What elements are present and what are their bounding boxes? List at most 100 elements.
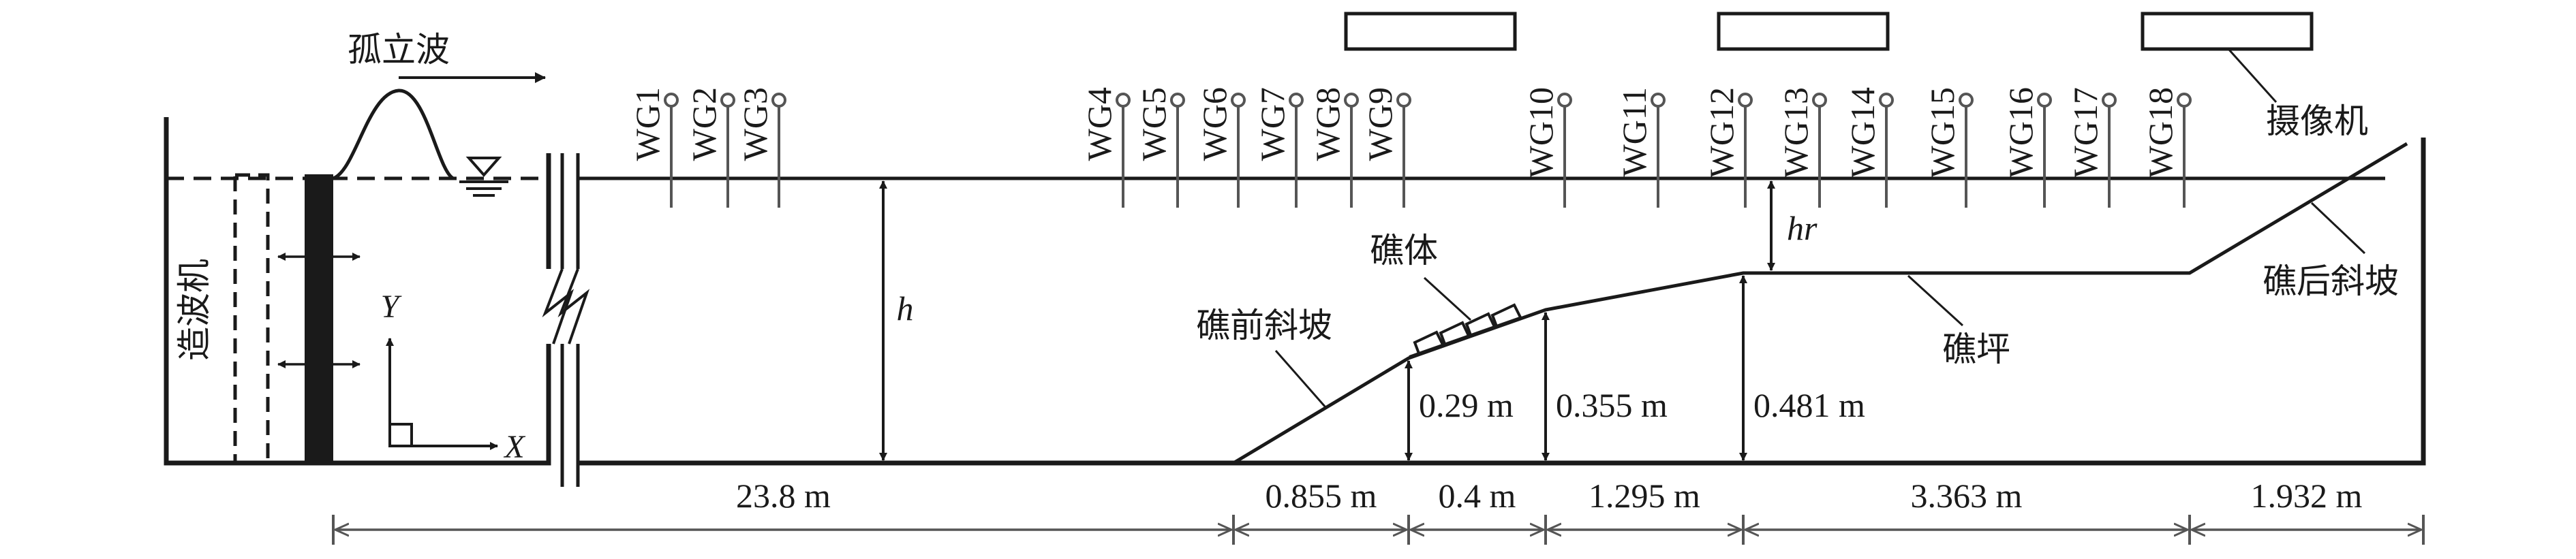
- wave-gauge-label: WG13: [1777, 87, 1815, 178]
- wavemaker-paddle: [305, 174, 333, 463]
- camera-2: [1717, 12, 1890, 51]
- back-slope-label: 礁后斜坡: [2263, 261, 2399, 301]
- flume-bed-and-end-wall: [578, 138, 2426, 466]
- fore-slope-label: 礁前斜坡: [1196, 306, 1332, 345]
- wave-gauge-sensor: [2177, 93, 2192, 108]
- wave-gauge-label: WG4: [1080, 87, 1118, 161]
- wave-gauge-sensor: [1170, 93, 1185, 108]
- dimension-label: 1.295 m: [1589, 477, 1700, 515]
- wave-gauge-9: WG9: [1361, 87, 1411, 208]
- flume-break-zigzag-left: [542, 268, 574, 345]
- wave-gauge-14: WG14: [1843, 87, 1894, 208]
- wavemaker-section: 造波机 孤立波 Y X: [164, 30, 551, 466]
- cameras: 摄像机: [1344, 12, 2368, 141]
- wave-gauge-8: WG8: [1308, 87, 1359, 208]
- wave-gauge-11: WG11: [1615, 87, 1666, 208]
- solitary-wave-profile: [332, 89, 455, 180]
- flume-left-wall: [164, 117, 551, 466]
- wave-gauge-sensor: [1344, 93, 1359, 108]
- solitary-wave-label: 孤立波: [348, 30, 450, 69]
- flume-main: 礁体 礁前斜坡 礁坪 礁后斜坡 h hr 0.29 m 0.355 m 0.48…: [578, 138, 2426, 466]
- camera-leader: [2227, 48, 2278, 103]
- wave-gauge-sensor: [1231, 93, 1246, 108]
- wavemaker-label: 造波机: [174, 259, 214, 361]
- wave-gauge-4: WG4: [1080, 87, 1131, 208]
- camera-1: [1344, 12, 1517, 51]
- wave-gauge-sensor: [1651, 93, 1666, 108]
- reef-flat-leader: [1907, 274, 1964, 327]
- wave-gauge-label: WG18: [2141, 87, 2179, 178]
- back-slope-leader: [2310, 202, 2366, 255]
- reef-unit-base-height-label: 0.29 m: [1419, 386, 1514, 424]
- wave-gauge-18: WG18: [2141, 87, 2192, 208]
- wave-gauge-sensor: [720, 93, 735, 108]
- dimension-label: 3.363 m: [1911, 477, 2023, 515]
- y-axis-label: Y: [381, 289, 402, 325]
- reef-flat-label: 礁坪: [1942, 330, 2010, 369]
- reef-unit-leader: [1423, 276, 1472, 321]
- water-surface-symbol: [459, 157, 508, 197]
- wave-gauge-7: WG7: [1253, 87, 1304, 208]
- wave-gauge-15: WG15: [1923, 87, 1974, 208]
- wave-gauge-label: WG17: [2066, 87, 2104, 178]
- wave-gauge-label: WG9: [1361, 87, 1399, 161]
- wave-gauge-sensor: [664, 93, 679, 108]
- wave-gauge-sensor: [2102, 93, 2117, 108]
- wave-gauge-label: WG7: [1253, 87, 1291, 161]
- wave-gauge-sensor: [1289, 93, 1304, 108]
- wave-gauge-label: WG6: [1195, 87, 1233, 161]
- wave-gauge-label: WG10: [1522, 87, 1560, 178]
- wave-gauge-10: WG10: [1522, 87, 1572, 208]
- wave-gauge-1: WG1: [628, 87, 679, 208]
- reef-unit-label: 礁体: [1370, 231, 1438, 270]
- wavemaker-paddle-dashed-outline: [233, 173, 270, 465]
- slope-break-height-label: 0.355 m: [1556, 386, 1668, 424]
- wave-gauge-6: WG6: [1195, 87, 1246, 208]
- flume-break-zigzag-right: [557, 268, 590, 345]
- water-depth-label: h: [897, 289, 914, 328]
- reef-profile: [1232, 142, 2408, 465]
- wave-gauge-label: WG8: [1308, 87, 1347, 161]
- wave-gauge-sensor: [1557, 93, 1572, 108]
- wave-gauge-sensor: [1879, 93, 1894, 108]
- wave-gauge-label: WG12: [1702, 87, 1741, 178]
- wave-gauge-label: WG15: [1923, 87, 1961, 178]
- dimension-label: 1.932 m: [2251, 477, 2363, 515]
- wave-gauge-12: WG12: [1702, 87, 1753, 208]
- wave-gauge-label: WG5: [1135, 87, 1173, 161]
- wave-gauge-label: WG11: [1615, 87, 1653, 176]
- wave-gauge-sensor: [1116, 93, 1131, 108]
- wave-gauge-17: WG17: [2066, 87, 2117, 208]
- wave-gauge-3: WG3: [736, 87, 786, 208]
- reef-flat-height-label: 0.481 m: [1753, 386, 1865, 424]
- wave-gauge-2: WG2: [685, 87, 735, 208]
- coordinate-axes: Y X: [381, 289, 526, 465]
- wave-gauge-sensor: [1959, 93, 1974, 108]
- wave-gauge-16: WG16: [2002, 87, 2052, 208]
- wave-gauge-13: WG13: [1777, 87, 1827, 208]
- wave-gauge-sensor: [771, 93, 786, 108]
- x-axis-label: X: [503, 429, 525, 465]
- origin-box: [388, 423, 413, 447]
- wave-gauge-5: WG5: [1135, 87, 1185, 208]
- wave-gauge-label: WG14: [1843, 87, 1882, 178]
- flume-break: [538, 153, 602, 487]
- wave-gauge-sensor: [1738, 93, 1753, 108]
- wave-gauge-label: WG3: [736, 87, 774, 161]
- wave-gauge-sensor: [1812, 93, 1827, 108]
- dimension-label: 0.855 m: [1266, 477, 1377, 515]
- dimension-label: 23.8 m: [736, 477, 831, 515]
- wave-gauge-sensor: [1396, 93, 1411, 108]
- wave-gauge-label: WG16: [2002, 87, 2040, 178]
- camera-3: [2141, 12, 2314, 51]
- wave-gauge-label: WG2: [685, 87, 723, 161]
- reef-units: [1409, 303, 1522, 358]
- wave-gauge-label: WG1: [628, 87, 666, 161]
- reef-flat-depth-label: hr: [1787, 209, 1818, 247]
- wave-gauge-sensor: [2037, 93, 2052, 108]
- wave-gauges: WG1 WG2 WG3 WG4 WG5 WG6 WG7 WG8 WG9 WG10 WG11 WG12 W…: [628, 87, 2192, 208]
- camera-label: 摄像机: [2266, 101, 2368, 141]
- fore-slope-leader: [1274, 350, 1327, 408]
